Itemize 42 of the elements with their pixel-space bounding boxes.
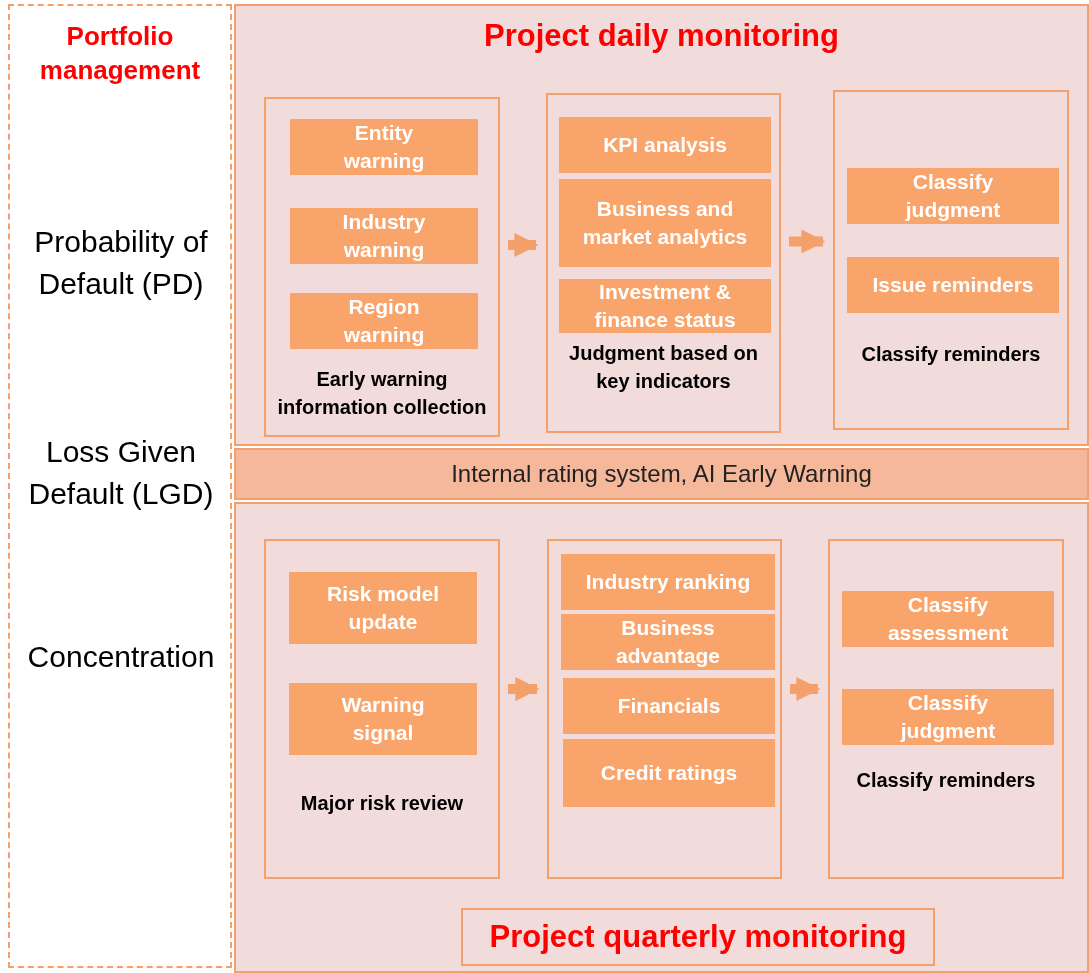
item-block: Classify judgment: [847, 168, 1059, 224]
group-caption: Major risk review: [299, 791, 465, 816]
group-caption: Judgment based on key indicators: [568, 341, 759, 394]
item-block: Industry ranking: [561, 554, 775, 610]
group-box: [833, 90, 1069, 430]
item-block: Financials: [563, 678, 775, 734]
panel-title: Project quarterly monitoring: [461, 908, 935, 966]
item-block: Business and market analytics: [559, 179, 771, 267]
item-block: Business advantage: [561, 614, 775, 670]
item-block: Investment & finance status: [559, 279, 771, 333]
group-box: [547, 539, 782, 879]
monitoring-panel: [234, 4, 1089, 446]
arrow: [790, 677, 821, 701]
group-box: [828, 539, 1064, 879]
arrow: [508, 677, 540, 701]
source-band: [234, 448, 1089, 500]
row-label: Loss Given Default (LGD): [27, 434, 215, 512]
group-caption: Early warning information collection: [276, 367, 488, 420]
dashed-frame: [8, 4, 232, 968]
item-block: Credit ratings: [563, 739, 775, 807]
row-label: Probability of Default (PD): [33, 224, 209, 302]
panel-title: Project daily monitoring: [483, 18, 840, 54]
group-box: [546, 93, 781, 433]
group-caption: Classify reminders: [860, 342, 1042, 367]
group-box: [264, 97, 500, 437]
item-block: Industry warning: [290, 208, 478, 264]
group-box: [264, 539, 500, 879]
arrow: [789, 229, 826, 254]
item-block: Classify assessment: [842, 591, 1054, 647]
item-block: Issue reminders: [847, 257, 1059, 313]
band-text: Internal rating system, AI Early Warning: [451, 460, 872, 488]
item-block: KPI analysis: [559, 117, 771, 173]
item-block: Entity warning: [290, 119, 478, 175]
group-caption: Classify reminders: [855, 768, 1037, 793]
item-block: Warning signal: [289, 683, 477, 755]
item-block: Risk model update: [289, 572, 477, 644]
arrow: [508, 233, 539, 257]
item-block: Classify judgment: [842, 689, 1054, 745]
item-block: Region warning: [290, 293, 478, 349]
monitoring-panel: [234, 502, 1089, 973]
row-label: Concentration: [26, 639, 216, 675]
column-title: Portfolio management: [38, 20, 202, 87]
